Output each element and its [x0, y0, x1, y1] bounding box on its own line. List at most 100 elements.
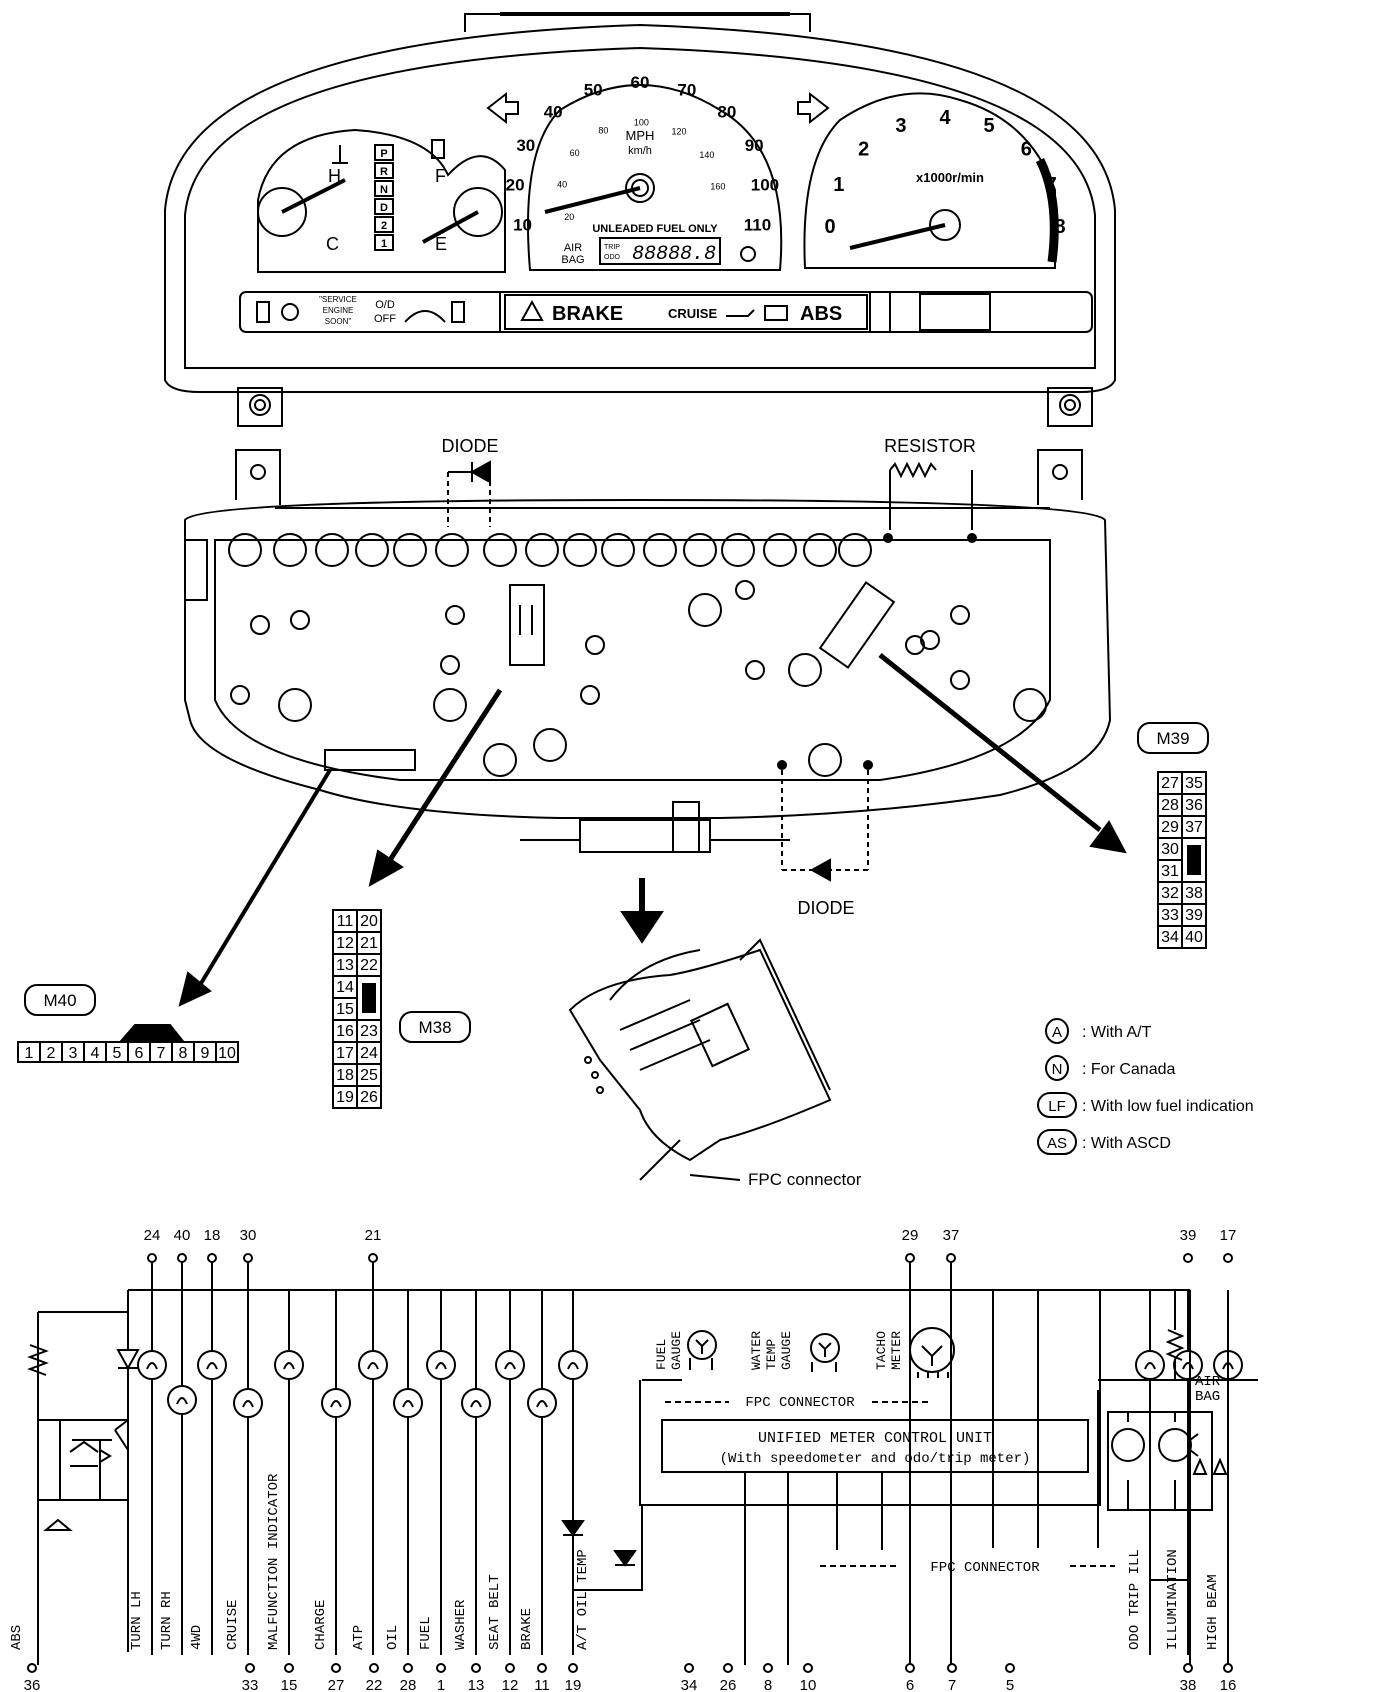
- control-unit-title: UNIFIED METER CONTROL UNIT: [758, 1430, 992, 1447]
- service-engine-line2: ENGINE: [323, 306, 354, 315]
- service-engine-line1: "SERVICE: [319, 295, 357, 304]
- brake-label: BRAKE: [552, 303, 623, 325]
- m40-pin-label: 1: [25, 1045, 34, 1062]
- mounting-screw: [950, 670, 970, 690]
- m40-pin-cell: [215, 1041, 239, 1063]
- off-label: OFF: [374, 313, 396, 325]
- top-pin-label: 24: [144, 1227, 161, 1244]
- m40-pin-label: 5: [113, 1045, 122, 1062]
- temp-cold-label: C: [326, 234, 339, 254]
- speedo-kmh-tick: 80: [598, 125, 608, 135]
- top-pin-terminal: [243, 1253, 253, 1263]
- connector-pin-label: 18: [336, 1067, 354, 1084]
- gauge-label: TEMP: [764, 1339, 779, 1370]
- connector-key-slot: [356, 975, 382, 1021]
- signal-label: OIL: [385, 1625, 401, 1650]
- connector-pin-label: 37: [1185, 819, 1203, 836]
- signal-label: ABS: [9, 1625, 25, 1650]
- top-pin-terminal: [177, 1253, 187, 1263]
- bulb-socket: [278, 688, 312, 722]
- bulb-symbol: [393, 1388, 423, 1418]
- bulb-socket: [803, 533, 837, 567]
- speedo-mph-tick: 10: [513, 215, 532, 234]
- connector-pin-label: 29: [1161, 819, 1179, 836]
- bulb-filament: [1144, 1362, 1156, 1370]
- bulb-filament: [242, 1400, 254, 1408]
- connector-pin-label: 24: [360, 1045, 378, 1062]
- tacho-tick: 5: [983, 115, 994, 137]
- tacho-tick: 8: [1054, 216, 1065, 238]
- bottom-pin-terminal: [568, 1663, 578, 1673]
- abs-label: ABS: [800, 303, 842, 325]
- bulb-socket: [273, 533, 307, 567]
- cruise-label: CRUISE: [668, 306, 717, 321]
- m40-key: [119, 1024, 185, 1041]
- connector-pin-label: 13: [336, 957, 354, 974]
- bulb-symbol: [321, 1388, 351, 1418]
- connector-pin-label: 30: [1161, 841, 1179, 858]
- bulb-filament: [206, 1362, 218, 1370]
- bulb-symbol: [137, 1350, 167, 1380]
- mounting-screw: [950, 605, 970, 625]
- bottom-pin-terminal: [331, 1663, 341, 1673]
- airbag-label-line2: BAG: [1195, 1389, 1220, 1405]
- bottom-pin-label: 19: [565, 1677, 582, 1692]
- bulb-symbol: [558, 1350, 588, 1380]
- bottom-pin-terminal: [284, 1663, 294, 1673]
- speedo-unit-mph: MPH: [626, 128, 655, 143]
- speedo-mph-tick: 110: [744, 215, 771, 234]
- 4wd-indicator-icon: [256, 301, 270, 323]
- top-pin-terminal: [368, 1253, 378, 1263]
- connector-pin-label: 19: [336, 1089, 354, 1106]
- tacho-tick: 6: [1021, 139, 1032, 161]
- airbag-led-group: [1107, 1411, 1228, 1511]
- top-pin-terminal: [207, 1253, 217, 1263]
- bulb-filament: [470, 1400, 482, 1408]
- connector-pin-label: 16: [336, 1023, 354, 1040]
- headlamp-indicator-icon: [281, 303, 299, 321]
- mounting-screw: [735, 580, 755, 600]
- fpc-connector-illustration: FPC connector: [568, 938, 862, 1189]
- mounting-screw: [440, 655, 460, 675]
- od-label: O/D: [375, 299, 395, 311]
- bulb-socket: [643, 533, 677, 567]
- left-turn-arrow-icon: [486, 91, 519, 125]
- bottom-pin-label: 33: [242, 1677, 259, 1692]
- legend-symbol-label: AS: [1047, 1135, 1067, 1152]
- gear-indicator-label: 1: [381, 238, 387, 250]
- bulb-socket: [688, 593, 722, 627]
- connector-pin-label: 38: [1185, 885, 1203, 902]
- bulb-socket: [808, 743, 842, 777]
- bulb-filament: [330, 1400, 342, 1408]
- speedo-mph-tick: 50: [584, 80, 603, 99]
- bottom-pin-terminal: [369, 1663, 379, 1673]
- trip-label: TRIP: [604, 244, 620, 251]
- bulb-filament: [1182, 1362, 1194, 1370]
- bulb-filament: [435, 1362, 447, 1370]
- bulb-socket: [683, 533, 717, 567]
- tacho-tick: 1: [833, 174, 844, 196]
- bottom-pin-label: 13: [468, 1677, 485, 1692]
- bottom-pin-label: 15: [281, 1677, 298, 1692]
- bottom-pin-label: 36: [24, 1677, 41, 1692]
- signal-label: SEAT BELT: [487, 1574, 503, 1650]
- fpc-connector-top: FPC CONNECTOR: [745, 1395, 855, 1411]
- right-turn-arrow-icon: [797, 91, 830, 125]
- bulb-socket: [355, 533, 389, 567]
- diode-bottom-label: DIODE: [797, 898, 854, 918]
- bottom-pin-label: 34: [681, 1677, 698, 1692]
- signal-label: MALFUNCTION INDICATOR: [266, 1473, 282, 1650]
- signal-label: TURN RH: [159, 1591, 175, 1650]
- connector-pin-label: 11: [337, 913, 354, 930]
- speedo-kmh-tick: 60: [570, 148, 580, 158]
- speedo-mph-tick: 60: [631, 73, 650, 92]
- bulb-filament: [504, 1362, 516, 1370]
- bulb-filament: [402, 1400, 414, 1408]
- top-pin-terminal: [946, 1253, 956, 1263]
- bulb-filament: [367, 1362, 379, 1370]
